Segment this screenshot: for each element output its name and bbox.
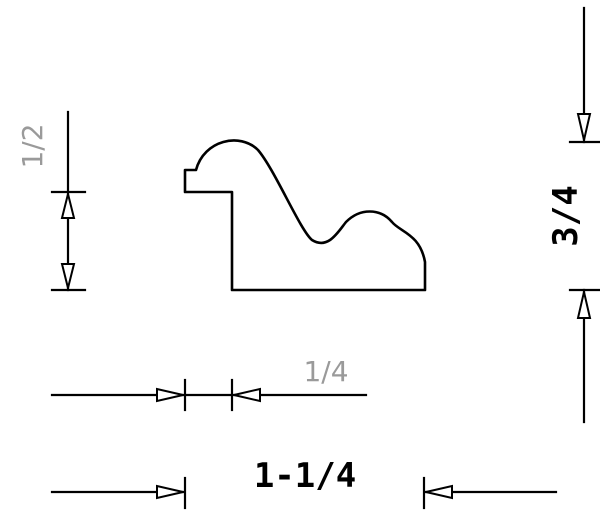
dimension-label-half: 1/2 xyxy=(16,123,49,168)
dimension-three-quarter-vertical: 3/4 xyxy=(546,6,600,424)
arrow-down xyxy=(576,113,592,141)
arrow-left xyxy=(233,387,261,403)
arrow-right xyxy=(156,387,184,403)
molding-profile-outline xyxy=(183,139,427,292)
dimension-label-three-quarter: 3/4 xyxy=(546,185,586,246)
dimension-half-vertical: 1/2 xyxy=(16,110,87,292)
dimension-label-quarter: 1/4 xyxy=(303,355,348,388)
dimension-overall-width: 1-1/4 xyxy=(50,456,558,510)
arrow-left xyxy=(425,484,453,500)
dimension-quarter-horizontal: 1/4 xyxy=(50,355,368,412)
dimension-label-overall-width: 1-1/4 xyxy=(254,456,356,496)
arrow-right xyxy=(156,484,184,500)
arrow-down xyxy=(60,263,76,289)
arrow-up xyxy=(576,291,592,319)
arrow-up xyxy=(60,193,76,219)
